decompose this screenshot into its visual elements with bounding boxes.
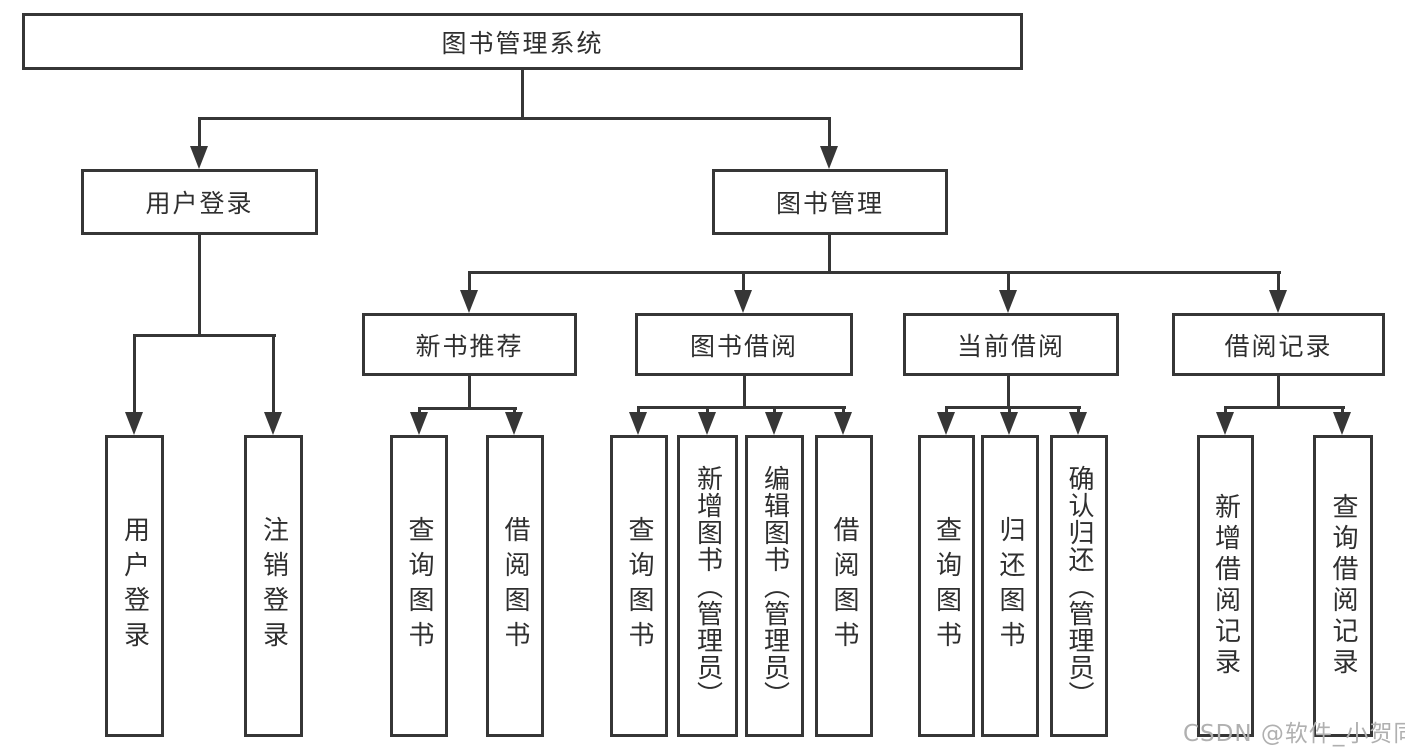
- leaf-query-books-3-label: 查询图书: [931, 516, 962, 656]
- connector-newbook-branch: [418, 407, 517, 410]
- connector-current-drop-1: [945, 406, 948, 414]
- connector-newbook-stem: [468, 376, 471, 408]
- arrow-down-icon: [629, 412, 647, 435]
- connector-borrow-drop-2: [706, 406, 709, 414]
- connector-bookmgmt-drop-2: [742, 271, 745, 291]
- leaf-query-books-3: 查询图书: [918, 435, 975, 737]
- connector-bookmgmt-drop-1: [468, 271, 471, 291]
- leaf-add-borrow-record: 新增借阅记录: [1197, 435, 1254, 737]
- arrow-down-icon: [834, 412, 852, 435]
- node-root-label: 图书管理系统: [441, 28, 604, 58]
- leaf-borrow-books-2-label: 借阅图书: [829, 516, 859, 656]
- arrow-down-icon: [1269, 290, 1287, 313]
- connector-records-branch: [1224, 406, 1345, 409]
- node-book-management: 图书管理: [712, 169, 948, 235]
- leaf-add-books-admin-label: 新增图书（管理员）: [692, 464, 723, 708]
- connector-root-drop-left: [198, 117, 201, 147]
- arrow-down-icon: [410, 412, 428, 435]
- leaf-query-borrow-record: 查询借阅记录: [1313, 435, 1373, 737]
- arrow-down-icon: [937, 412, 955, 435]
- node-borrow-records: 借阅记录: [1172, 313, 1385, 376]
- arrow-down-icon: [190, 146, 208, 169]
- leaf-query-books-2-label: 查询图书: [624, 516, 654, 656]
- connector-borrow-stem: [743, 376, 746, 407]
- connector-bookmgmt-branch: [468, 271, 1281, 274]
- connector-userlogin-stem: [198, 235, 201, 335]
- arrow-down-icon: [765, 412, 783, 435]
- connector-records-drop-1: [1224, 406, 1227, 414]
- arrow-down-icon: [460, 290, 478, 313]
- node-borrow-records-label: 借阅记录: [1224, 331, 1333, 361]
- leaf-query-books-2: 查询图书: [610, 435, 668, 737]
- node-root: 图书管理系统: [22, 13, 1023, 70]
- connector-root-stem: [521, 69, 524, 118]
- leaf-logout-label: 注销登录: [258, 516, 289, 656]
- arrow-down-icon: [820, 146, 838, 169]
- connector-root-branch: [198, 117, 831, 120]
- arrow-down-icon: [505, 412, 523, 435]
- connector-bookmgmt-drop-3: [1007, 271, 1010, 291]
- leaf-return-books: 归还图书: [981, 435, 1039, 737]
- leaf-logout: 注销登录: [244, 435, 303, 737]
- connector-newbook-drop-2: [513, 407, 516, 414]
- leaf-user-login: 用户登录: [105, 435, 164, 737]
- connector-records-stem: [1277, 376, 1280, 407]
- arrow-down-icon: [1069, 412, 1087, 435]
- arrow-down-icon: [1000, 412, 1018, 435]
- connector-current-branch: [945, 406, 1081, 409]
- connector-root-drop-right: [828, 117, 831, 147]
- arrow-down-icon: [698, 412, 716, 435]
- connector-records-drop-2: [1341, 406, 1344, 414]
- leaf-return-books-label: 归还图书: [995, 516, 1025, 656]
- connector-newbook-drop-1: [418, 407, 421, 414]
- leaf-edit-books-admin: 编辑图书（管理员）: [745, 435, 804, 737]
- node-user-login: 用户登录: [81, 169, 318, 235]
- leaf-query-books-1: 查询图书: [390, 435, 448, 737]
- connector-bookmgmt-drop-4: [1277, 271, 1280, 291]
- arrow-down-icon: [1333, 412, 1351, 435]
- leaf-add-books-admin: 新增图书（管理员）: [677, 435, 738, 737]
- node-current-borrow: 当前借阅: [903, 313, 1119, 376]
- arrow-down-icon: [999, 290, 1017, 313]
- leaf-confirm-return-admin: 确认归还（管理员）: [1050, 435, 1108, 737]
- connector-userlogin-branch: [133, 334, 276, 337]
- connector-current-stem: [1007, 376, 1010, 407]
- arrow-down-icon: [264, 412, 282, 435]
- watermark: CSDN @软件_小贺同学: [1183, 721, 1405, 747]
- leaf-add-borrow-record-label: 新增借阅记录: [1210, 493, 1241, 679]
- connector-current-drop-3: [1077, 406, 1080, 414]
- leaf-borrow-books-1: 借阅图书: [486, 435, 544, 737]
- leaf-query-borrow-record-label: 查询借阅记录: [1328, 493, 1358, 679]
- node-book-borrow: 图书借阅: [635, 313, 853, 376]
- connector-borrow-drop-3: [773, 406, 776, 414]
- node-book-management-label: 图书管理: [775, 189, 884, 218]
- node-new-book-recommend-label: 新书推荐: [415, 331, 524, 361]
- connector-current-drop-2: [1008, 406, 1011, 414]
- leaf-query-books-1-label: 查询图书: [404, 516, 434, 656]
- connector-userlogin-drop-left: [133, 334, 136, 413]
- leaf-user-login-label: 用户登录: [119, 516, 150, 656]
- leaf-edit-books-admin-label: 编辑图书（管理员）: [759, 464, 790, 708]
- node-new-book-recommend: 新书推荐: [362, 313, 577, 376]
- connector-borrow-drop-4: [842, 406, 845, 414]
- connector-borrow-branch: [637, 406, 846, 409]
- leaf-borrow-books-2: 借阅图书: [815, 435, 873, 737]
- leaf-borrow-books-1-label: 借阅图书: [500, 516, 530, 656]
- connector-bookmgmt-stem: [828, 233, 831, 272]
- connector-borrow-drop-1: [637, 406, 640, 414]
- arrow-down-icon: [125, 412, 143, 435]
- arrow-down-icon: [1216, 412, 1234, 435]
- leaf-confirm-return-admin-label: 确认归还（管理员）: [1064, 464, 1094, 708]
- node-current-borrow-label: 当前借阅: [956, 331, 1065, 361]
- arrow-down-icon: [734, 290, 752, 313]
- node-book-borrow-label: 图书借阅: [689, 331, 798, 361]
- connector-userlogin-drop-right: [272, 334, 275, 413]
- node-user-login-label: 用户登录: [145, 189, 254, 218]
